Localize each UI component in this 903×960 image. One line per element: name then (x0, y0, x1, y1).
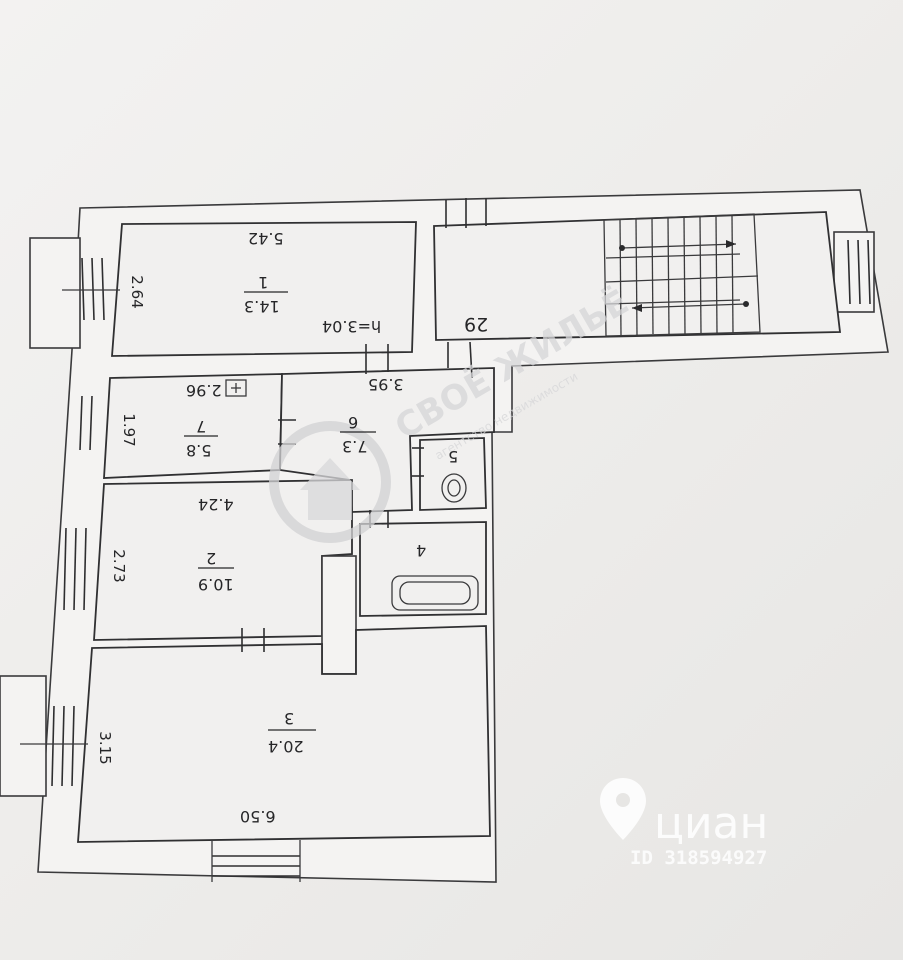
stair-dot-upper (619, 245, 625, 251)
stair-dot-lower (743, 301, 749, 307)
cian-pin-icon (600, 778, 646, 840)
toilet (441, 473, 467, 503)
room-1-depth: 2.64 (128, 275, 146, 308)
room-labels: 5.42 1 14.3 2.64 h=3.04 29 2.96 7 5.8 1.… (96, 229, 488, 826)
room-29-name: 29 (464, 313, 488, 335)
balcony-block-upper (29, 237, 81, 349)
vent-box (225, 379, 247, 397)
room-3-width: 6.50 (240, 807, 276, 826)
room-2-area: 10.9 (198, 575, 234, 594)
room-6-area: 7.3 (342, 437, 367, 456)
room-5-name: 5 (448, 447, 458, 466)
room-2-depth: 2.73 (110, 549, 128, 582)
bathtub (391, 575, 479, 611)
cian-id: ID 318594927 (630, 847, 767, 869)
room-3-depth: 3.15 (96, 731, 114, 764)
room-2-width: 4.24 (198, 495, 234, 514)
partition-pillar (321, 555, 357, 675)
stair-arrowhead-lower (632, 304, 642, 312)
room-7-area: 5.8 (186, 441, 211, 460)
room-2-name: 2 (206, 549, 216, 568)
room-1-area: 14.3 (244, 297, 280, 316)
room-3-outline (77, 625, 491, 843)
agency-logo-icon (269, 421, 391, 543)
stair-treads (605, 215, 741, 336)
agency-house-icon (300, 458, 360, 520)
room-6-name: 6 (348, 413, 358, 432)
room-4-name: 4 (416, 541, 426, 560)
room-1-outline (111, 221, 417, 357)
room-1-width: 5.42 (248, 229, 284, 248)
room-3-area: 20.4 (268, 737, 304, 756)
room-7-name: 7 (196, 417, 206, 436)
stair-arrow-upper (621, 243, 737, 249)
windows (20, 198, 871, 882)
balcony-block-lower (0, 675, 47, 797)
cian-brand: циан (654, 798, 768, 849)
stair-arrowhead-upper (726, 240, 736, 248)
room-7-depth: 1.97 (120, 413, 138, 446)
ceiling-height: h=3.04 (322, 317, 381, 336)
stair-arrow-lower (631, 303, 747, 309)
room-7-width: 2.96 (186, 381, 222, 400)
cian-watermark: циан ID 318594927 (600, 778, 768, 869)
room-6-width: 3.95 (368, 375, 404, 394)
room-3-name: 3 (284, 709, 294, 728)
stair-block (603, 213, 761, 337)
room-1-name: 1 (258, 273, 268, 292)
stair-window-block (833, 231, 875, 313)
